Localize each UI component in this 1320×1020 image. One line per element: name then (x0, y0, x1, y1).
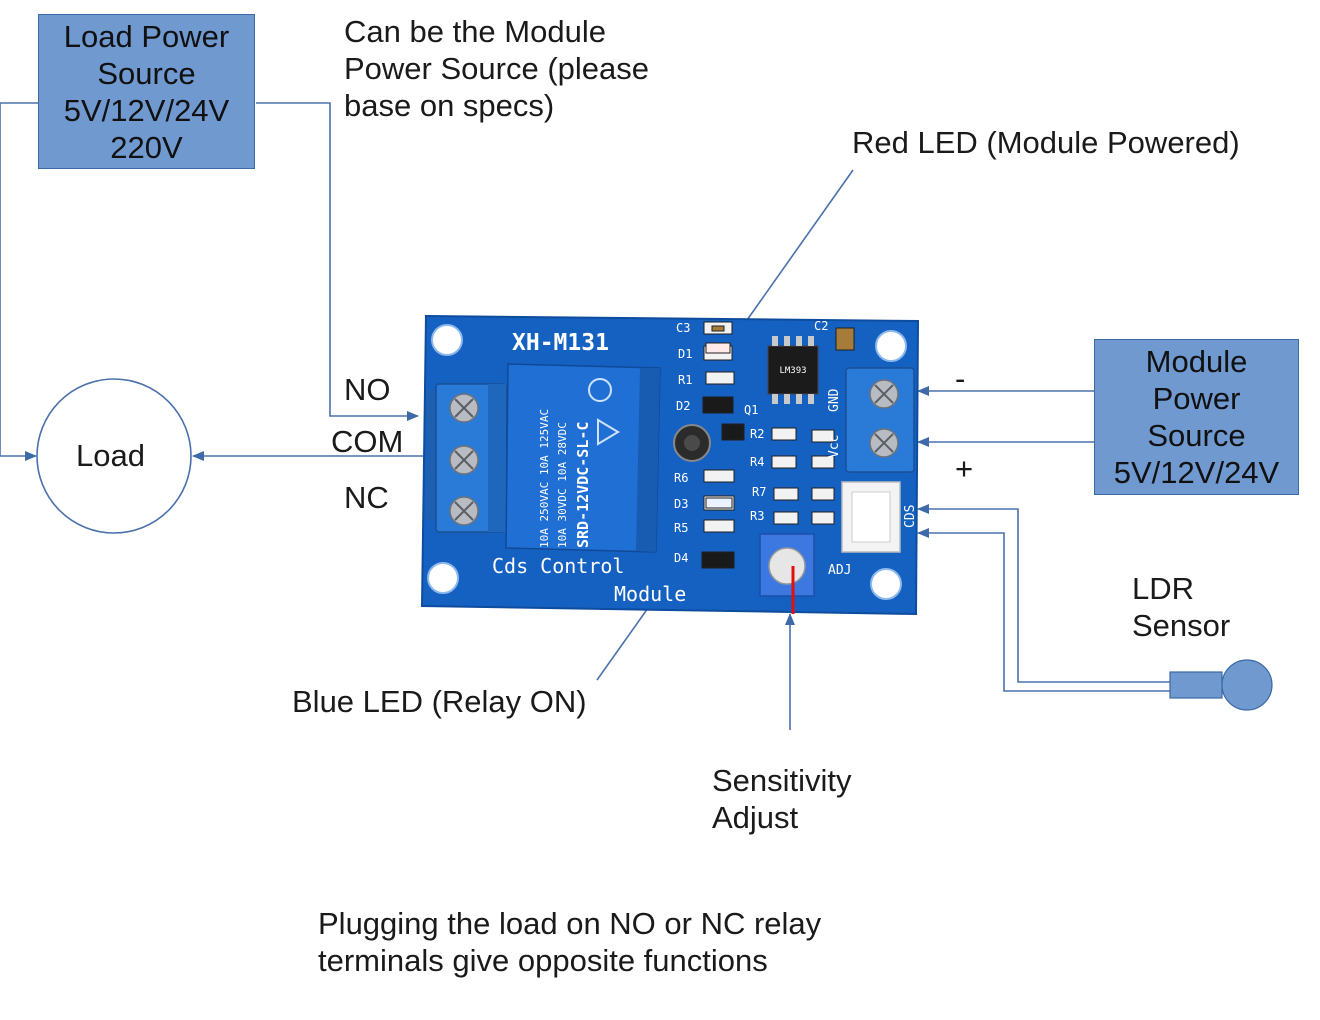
terminal-com-label: COM (331, 424, 404, 459)
label-c3: C3 (676, 321, 690, 335)
label-r2: R2 (750, 427, 764, 441)
relay-text-2: 10A 30VDC 10A 28VDC (556, 422, 569, 548)
pin-adj: ADJ (828, 563, 851, 578)
label-r1: R1 (678, 373, 692, 387)
relay-text-1: 10A 250VAC 10A 125VAC (538, 409, 551, 548)
terminal-nc-label: NC (344, 480, 389, 515)
wire-ldr-cds-inner (917, 504, 1170, 683)
relay-warning-icon (597, 418, 620, 446)
mount-hole-tr (875, 330, 907, 362)
red-led-label: Red LED (Module Powered) (852, 125, 1240, 160)
relay-logo-icon (588, 378, 612, 402)
ldr-sensor-label: LDR Sensor (1132, 571, 1231, 643)
plus-sign-label: + (955, 451, 974, 486)
minus-sign-label: - (955, 361, 966, 396)
label-d3: D3 (674, 497, 688, 511)
module-power-note: Can be the Module Power Source (please b… (344, 14, 649, 123)
pcb-caption-line2: Module (614, 582, 686, 606)
label-r7: R7 (752, 485, 766, 499)
sensitivity-adjust-label: Sensitivity Adjust (712, 763, 852, 835)
power-terminal-block (845, 367, 915, 473)
terminal-no-label: NO (344, 372, 391, 407)
blue-led-label: Blue LED (Relay ON) (292, 684, 587, 719)
pointer-red-led (739, 169, 854, 331)
cds-connector (841, 481, 901, 553)
label-d4: D4 (674, 551, 688, 565)
label-d2: D2 (676, 399, 690, 413)
label-r4: R4 (750, 455, 764, 469)
red-led-icon (705, 342, 731, 354)
wire-ldr-cds-outer (917, 528, 1170, 692)
relay-terminal-block (426, 383, 507, 533)
footer-note: Plugging the load on NO or NC relay term… (318, 906, 822, 978)
pin-vcc: Vcc (827, 435, 842, 458)
mount-hole-br (870, 568, 902, 600)
label-c2: C2 (814, 319, 828, 333)
label-q1: Q1 (744, 403, 758, 417)
label-d1: D1 (678, 347, 692, 361)
ldr-sensor-icon (1169, 659, 1273, 711)
blue-led-icon (705, 497, 733, 509)
wire-source-to-load (0, 102, 38, 461)
label-r5: R5 (674, 521, 688, 535)
label-r6: R6 (674, 471, 688, 485)
module-power-source-box: Module Power Source 5V/12V/24V (1094, 339, 1299, 495)
relay-text-3: SRD-12VDC-SL-C (574, 422, 592, 548)
screw-no (449, 393, 479, 423)
label-r3: R3 (750, 509, 764, 523)
screw-nc (449, 496, 479, 526)
smd-components (701, 321, 855, 569)
wire-source-to-no (256, 102, 419, 421)
load-power-source-box: Load Power Source 5V/12V/24V 220V (38, 14, 255, 169)
pcb-caption-line1: Cds Control (492, 554, 624, 578)
trimmer-potentiometer (759, 533, 815, 614)
mount-hole-bl (427, 562, 459, 594)
ic-chip: LM393 (767, 336, 819, 404)
pcb-module: 10A 250VAC 10A 125VAC 10A 30VDC 10A 28VD… (420, 314, 920, 616)
ic-text: LM393 (779, 366, 806, 376)
mount-hole-tl (431, 324, 463, 356)
screw-com (449, 445, 479, 475)
load-label: Load (76, 438, 145, 473)
load-circle (36, 378, 192, 534)
pcb-model: XH-M131 (512, 330, 609, 356)
pin-gnd: GND (827, 388, 842, 412)
pin-cds: CDS (903, 505, 918, 528)
relay: 10A 250VAC 10A 125VAC 10A 30VDC 10A 28VD… (505, 363, 661, 553)
